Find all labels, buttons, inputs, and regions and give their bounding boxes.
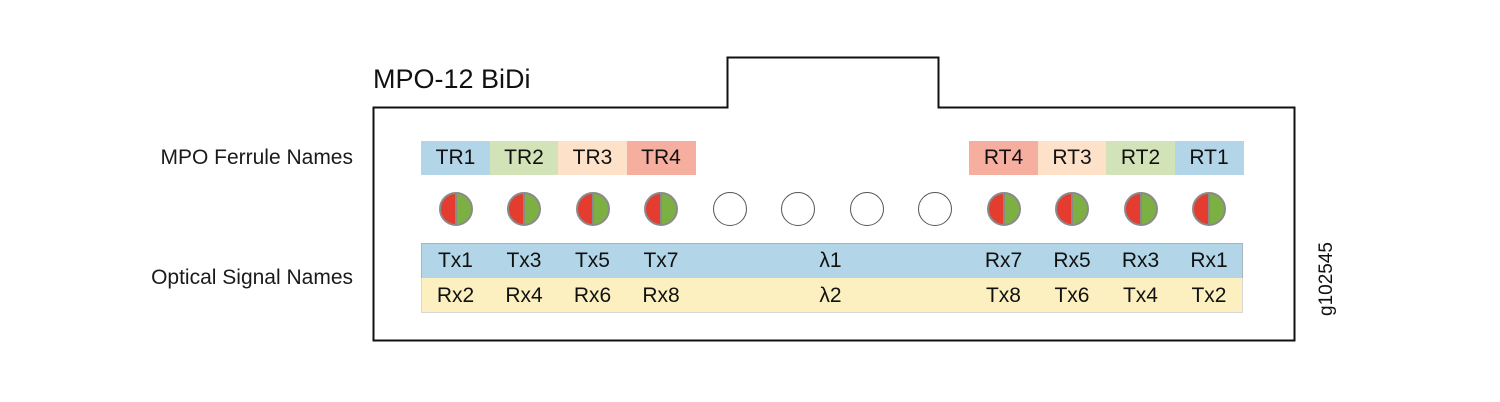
signal-label-rx3: Rx3 [1121,249,1160,272]
bidi-fiber-icon [438,192,473,226]
signal-label-tx1: Tx1 [437,249,473,272]
connector-title: MPO-12 BiDi [373,64,531,94]
ferrule-label-rt4: RT4 [969,141,1038,175]
signal-label-rx2: Rx2 [436,284,475,307]
tx-signal-band [421,243,1243,278]
signal-label-rx6: Rx6 [573,284,612,307]
signal-label-rx4: Rx4 [505,284,543,307]
wavelength-2-label: λ2 [819,284,842,307]
bidi-fiber-icon [986,192,1021,226]
signal-label-tx7: Tx7 [643,249,679,272]
ferrule-label-tr3: TR3 [558,141,627,175]
bidi-fiber-icon [575,192,610,226]
signal-label-rx1: Rx1 [1190,249,1228,272]
ferrule-row-label: MPO Ferrule Names [160,146,353,169]
unused-fiber-icon [849,192,884,226]
signal-label-tx5: Tx5 [574,249,610,272]
signal-label-rx7: Rx7 [984,249,1023,272]
wavelength-1-label: λ1 [819,249,842,272]
bidi-fiber-icon [1055,192,1089,226]
signal-label-tx6: Tx6 [1054,284,1090,307]
unused-fiber-icon [712,192,747,226]
rx-signal-band [421,278,1243,313]
ferrule-label-tr1: TR1 [421,141,490,175]
ferrule-label-rt2: RT2 [1106,141,1175,175]
signal-label-tx3: Tx3 [506,249,542,272]
ferrule-label-rt1: RT1 [1174,141,1244,175]
bidi-fiber-icon [1192,192,1226,226]
signal-row-label: Optical Signal Names [151,266,353,289]
signal-label-tx2: Tx2 [1191,284,1227,307]
bidi-fiber-icon [1123,192,1158,226]
ferrule-label-tr4: TR4 [626,141,696,175]
signal-label-tx4: Tx4 [1122,284,1158,307]
signal-label-tx8: Tx8 [985,284,1021,307]
signal-label-rx8: Rx8 [642,284,680,307]
ferrule-label-rt3: RT3 [1037,141,1107,175]
bidi-fiber-icon [644,192,678,226]
unused-fiber-icon [781,192,815,226]
signal-label-rx5: Rx5 [1053,249,1091,272]
unused-fiber-icon [918,192,952,226]
ferrule-label-tr2: TR2 [489,141,559,175]
bidi-fiber-icon [507,192,541,226]
figure-id: g102545 [1316,242,1337,316]
